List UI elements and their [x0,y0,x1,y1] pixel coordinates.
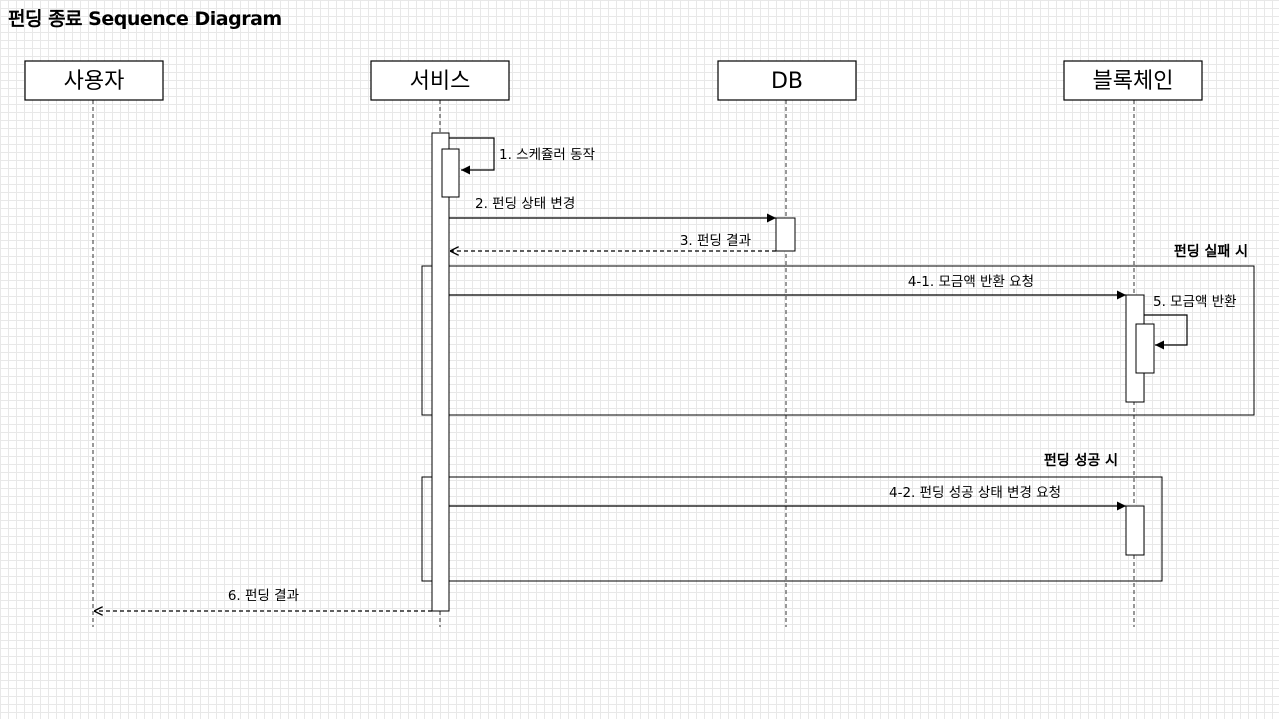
actor-blockchain-label: 블록체인 [1093,69,1174,94]
actor-db-label: DB [771,69,803,94]
message-1-arrow [449,137,495,175]
frame-success-label: 펀딩 성공 시 [1044,452,1118,469]
message-4-2-label: 4-2. 펀딩 성공 상태 변경 요청 [889,485,1061,501]
message-4-1-label: 4-1. 모금액 반환 요청 [908,274,1034,290]
frame-fail [421,265,1255,416]
activation-service-self [441,148,460,198]
page-title: 펀딩 종료 Sequence Diagram [8,8,282,30]
actor-user: 사용자 [24,60,164,101]
actor-service-label: 서비스 [410,69,471,94]
actor-user-label: 사용자 [64,69,125,94]
frame-success [421,476,1163,582]
activation-blockchain-success [1125,505,1145,556]
activation-db [775,217,796,252]
frame-fail-label: 펀딩 실패 시 [1174,243,1248,260]
activation-service-main [431,132,450,612]
activation-blockchain-self [1135,323,1155,374]
message-5-arrow [1144,314,1188,350]
message-6-label: 6. 펀딩 결과 [228,588,299,604]
message-5-label: 5. 모금액 반환 [1153,294,1237,310]
actor-db: DB [717,60,857,101]
actor-blockchain: 블록체인 [1063,60,1203,101]
message-1-label: 1. 스케쥴러 동작 [499,147,595,163]
message-2-label: 2. 펀딩 상태 변경 [475,196,575,212]
message-3-label: 3. 펀딩 결과 [680,233,751,249]
actor-service: 서비스 [370,60,510,101]
